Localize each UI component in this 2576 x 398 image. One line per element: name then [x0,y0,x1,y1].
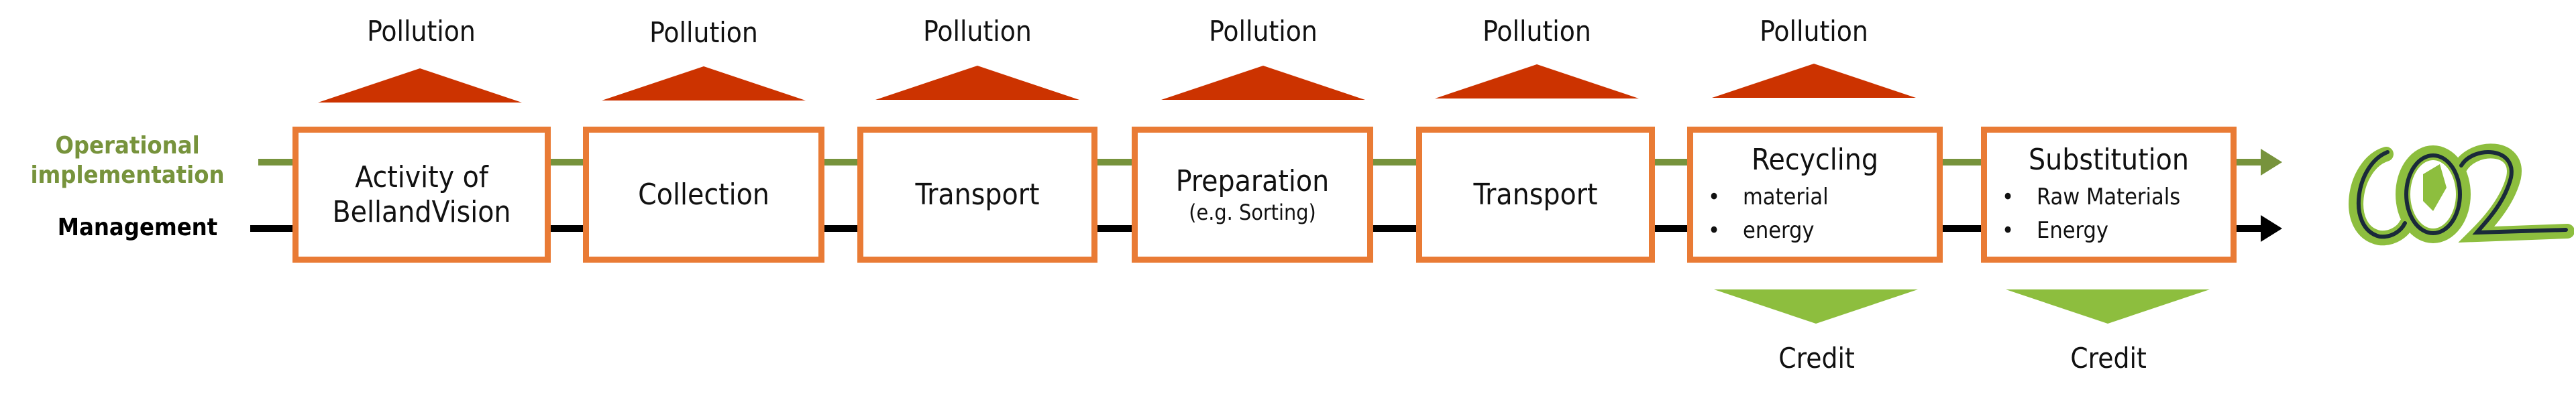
step-title: Recycling [1751,142,1879,177]
step-substitution: Substitution •Raw Materials •Energy [1981,127,2237,263]
step-bullets: •Raw Materials •Energy [1987,180,2180,247]
step-title: Activity of BellandVision [332,159,511,229]
bullet-item: •Energy [2002,216,2109,244]
credit-triangle-icon [2006,289,2210,324]
management-label: Management [57,214,218,241]
step-collection: Collection [583,127,824,263]
step-recycling: Recycling •material •energy [1687,127,1943,263]
pollution-label: Pollution [1483,15,1591,48]
operational-implementation-label: Operational implementation [30,132,225,189]
pollution-triangle-icon [602,66,806,101]
bullet-item: •Raw Materials [2002,183,2181,210]
credit-label: Credit [2070,342,2147,375]
pollution-label: Pollution [1760,15,1868,48]
step-title: Transport [1473,177,1598,212]
step-title: Preparation [1175,163,1330,198]
pollution-triangle-icon [1712,64,1916,98]
pollution-label: Pollution [649,16,758,49]
step-title: Collection [638,177,769,212]
management-arrowhead-icon [2261,215,2282,242]
step-activity-of-bellandvision: Activity of BellandVision [292,127,551,263]
step-title: Transport [915,177,1040,212]
credit-triangle-icon [1714,289,1918,324]
credit-label: Credit [1778,342,1855,375]
operational-arrowhead-icon [2261,149,2282,176]
step-preparation: Preparation (e.g. Sorting) [1132,127,1373,263]
co2-logo [2349,143,2574,246]
bullet-item: •material [1708,183,1829,210]
step-title: Substitution [2029,142,2189,177]
pollution-label: Pollution [367,15,476,48]
step-transport-1: Transport [857,127,1097,263]
step-transport-2: Transport [1416,127,1655,263]
pollution-label: Pollution [923,15,1032,48]
bullet-item: •energy [1708,216,1815,244]
pollution-triangle-icon [318,68,522,103]
pollution-label: Pollution [1209,15,1318,48]
pollution-triangle-icon [1161,66,1365,100]
step-bullets: •material •energy [1693,180,1829,247]
step-subtitle: (e.g. Sorting) [1189,199,1316,225]
pollution-triangle-icon [1435,64,1639,98]
pollution-triangle-icon [875,66,1079,100]
